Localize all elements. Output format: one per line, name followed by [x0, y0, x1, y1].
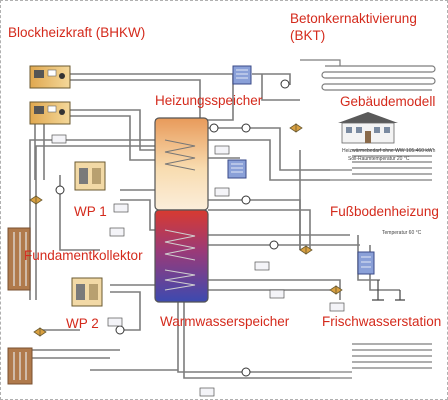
bhkw-unit-2	[29, 101, 71, 125]
floor-heating-serpentine-1	[330, 149, 432, 181]
ground-collector	[7, 227, 31, 291]
floor-heating-serpentine-2	[320, 343, 432, 379]
label-frischwasserstation: Frischwasserstation	[322, 314, 441, 329]
hot-water-storage-tank	[154, 209, 209, 303]
label-gebaeudemodell: Gebäudemodell	[340, 94, 435, 109]
heat-pump-2	[71, 277, 103, 307]
label-wp1: WP 1	[74, 204, 107, 219]
temperature-readout: Temperatur 60 °C	[382, 230, 422, 236]
label-fundamentkollektor: Fundamentkollektor	[24, 248, 143, 263]
label-fussbodenheizung: Fußbodenheizung	[330, 204, 439, 219]
label-bkt-line2: (BKT)	[290, 28, 325, 43]
bhkw-unit-1	[29, 65, 71, 89]
label-wp2: WP 2	[66, 316, 99, 331]
heat-exchanger-floor	[227, 159, 247, 179]
bkt-serpentine	[300, 59, 436, 91]
label-warmwasserspeicher: Warmwasserspeicher	[160, 314, 290, 329]
sensor-boxes	[51, 134, 345, 397]
heating-storage-tank	[154, 117, 209, 211]
pipe-network	[14, 73, 400, 379]
building-info-line1: Heizwärmebedarf ohne WW 105.460 kWh	[342, 148, 436, 154]
pump-icons	[55, 79, 290, 377]
building-icon	[338, 112, 398, 144]
ground-collector-2	[7, 347, 33, 385]
heat-exchanger-freshwater	[357, 251, 375, 275]
valve-icons	[29, 123, 343, 337]
heat-exchanger-bkt	[232, 65, 252, 85]
label-bhkw: Blockheizkraft (BHKW)	[8, 25, 145, 40]
label-heizungsspeicher: Heizungsspeicher	[155, 93, 263, 108]
freshwater-tap-icons	[372, 280, 405, 301]
building-info-line2: Soll-Raumtemperatur 20 °C	[348, 156, 410, 162]
heat-pump-1	[74, 161, 106, 191]
label-bkt-line1: Betonkernaktivierung	[290, 11, 417, 26]
